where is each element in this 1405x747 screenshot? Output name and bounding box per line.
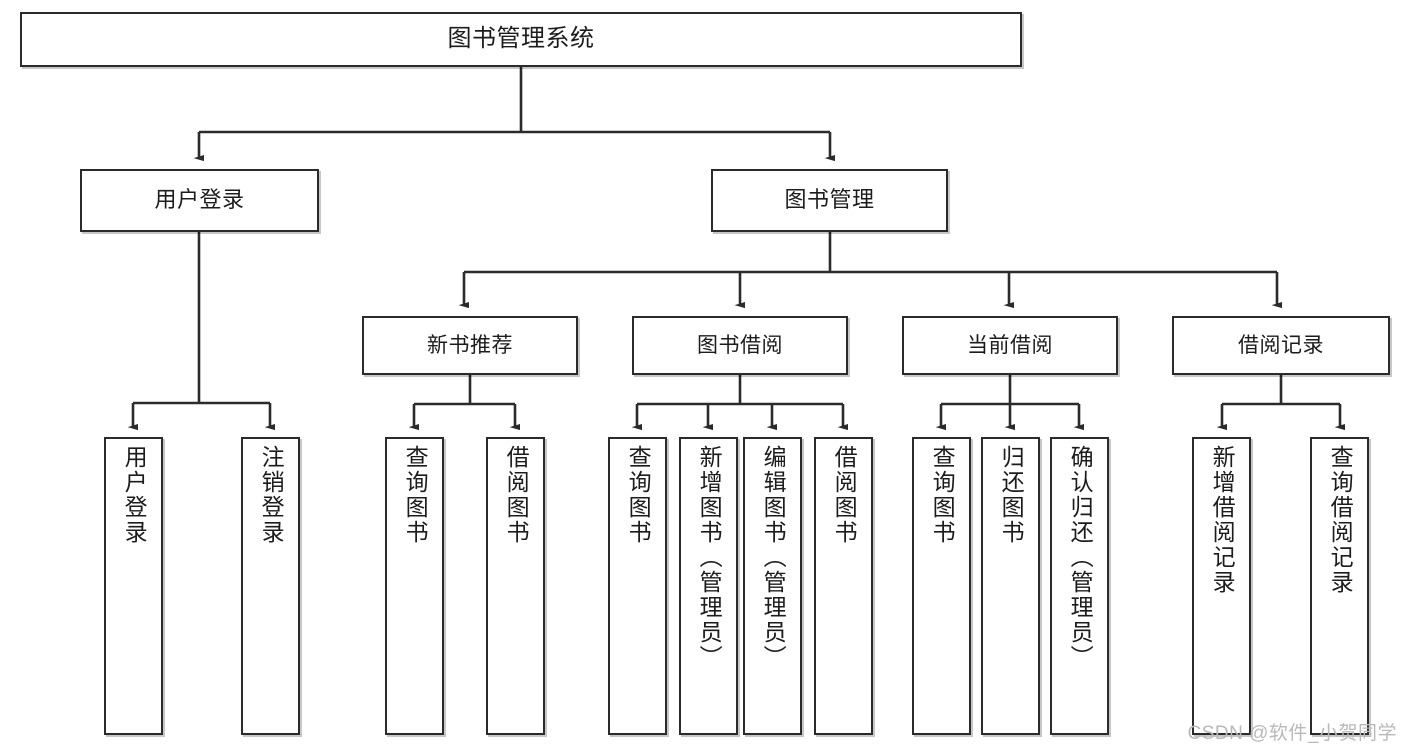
csdn-watermark: CSDN @软件_小贺同学 [1187, 723, 1397, 744]
node-label: 查询图书 [402, 445, 429, 545]
node-label: 查询图书 [625, 445, 652, 545]
node-label: 确认归还（管理员） [1067, 445, 1094, 670]
leaf-add-book-admin[interactable]: 新增图书（管理员） [679, 437, 738, 735]
node-book-borrow[interactable]: 图书借阅 [632, 316, 848, 375]
node-label: 借阅图书 [503, 445, 530, 545]
leaf-query-book-1[interactable]: 查询图书 [385, 437, 444, 735]
node-label: 借阅图书 [831, 445, 858, 545]
node-label: 新书推荐 [427, 333, 513, 357]
node-label: 用户登录 [121, 445, 148, 545]
node-label: 图书管理 [784, 187, 875, 213]
leaf-confirm-return-admin[interactable]: 确认归还（管理员） [1050, 437, 1109, 735]
leaf-query-book-3[interactable]: 查询图书 [912, 437, 971, 735]
node-label: 新增借阅记录 [1209, 445, 1236, 595]
node-root-book-management-system[interactable]: 图书管理系统 [20, 12, 1022, 67]
node-label: 新增图书（管理员） [696, 445, 723, 670]
leaf-edit-book-admin[interactable]: 编辑图书（管理员） [743, 437, 802, 735]
node-label: 归还图书 [998, 445, 1025, 545]
leaf-return-book[interactable]: 归还图书 [981, 437, 1040, 735]
leaf-borrow-book-1[interactable]: 借阅图书 [486, 437, 545, 735]
node-label: 借阅记录 [1238, 333, 1324, 357]
node-user-login[interactable]: 用户登录 [80, 169, 319, 232]
node-current-borrow[interactable]: 当前借阅 [902, 316, 1118, 375]
leaf-query-borrow-record[interactable]: 查询借阅记录 [1310, 437, 1369, 735]
leaf-add-borrow-record[interactable]: 新增借阅记录 [1192, 437, 1251, 735]
node-new-book-recommend[interactable]: 新书推荐 [362, 316, 578, 375]
node-label: 当前借阅 [967, 333, 1053, 357]
leaf-user-login[interactable]: 用户登录 [104, 437, 163, 735]
node-label: 用户登录 [154, 187, 245, 213]
node-book-management[interactable]: 图书管理 [711, 169, 948, 232]
leaf-query-book-2[interactable]: 查询图书 [608, 437, 667, 735]
node-label: 查询借阅记录 [1327, 445, 1354, 595]
node-label: 图书借阅 [697, 333, 783, 357]
node-label: 编辑图书（管理员） [760, 445, 787, 670]
node-label: 查询图书 [929, 445, 956, 545]
node-label: 注销登录 [258, 445, 285, 545]
node-borrow-record[interactable]: 借阅记录 [1172, 316, 1390, 375]
leaf-borrow-book-2[interactable]: 借阅图书 [814, 437, 873, 735]
node-label: 图书管理系统 [447, 25, 595, 53]
leaf-logout-login[interactable]: 注销登录 [241, 437, 300, 735]
